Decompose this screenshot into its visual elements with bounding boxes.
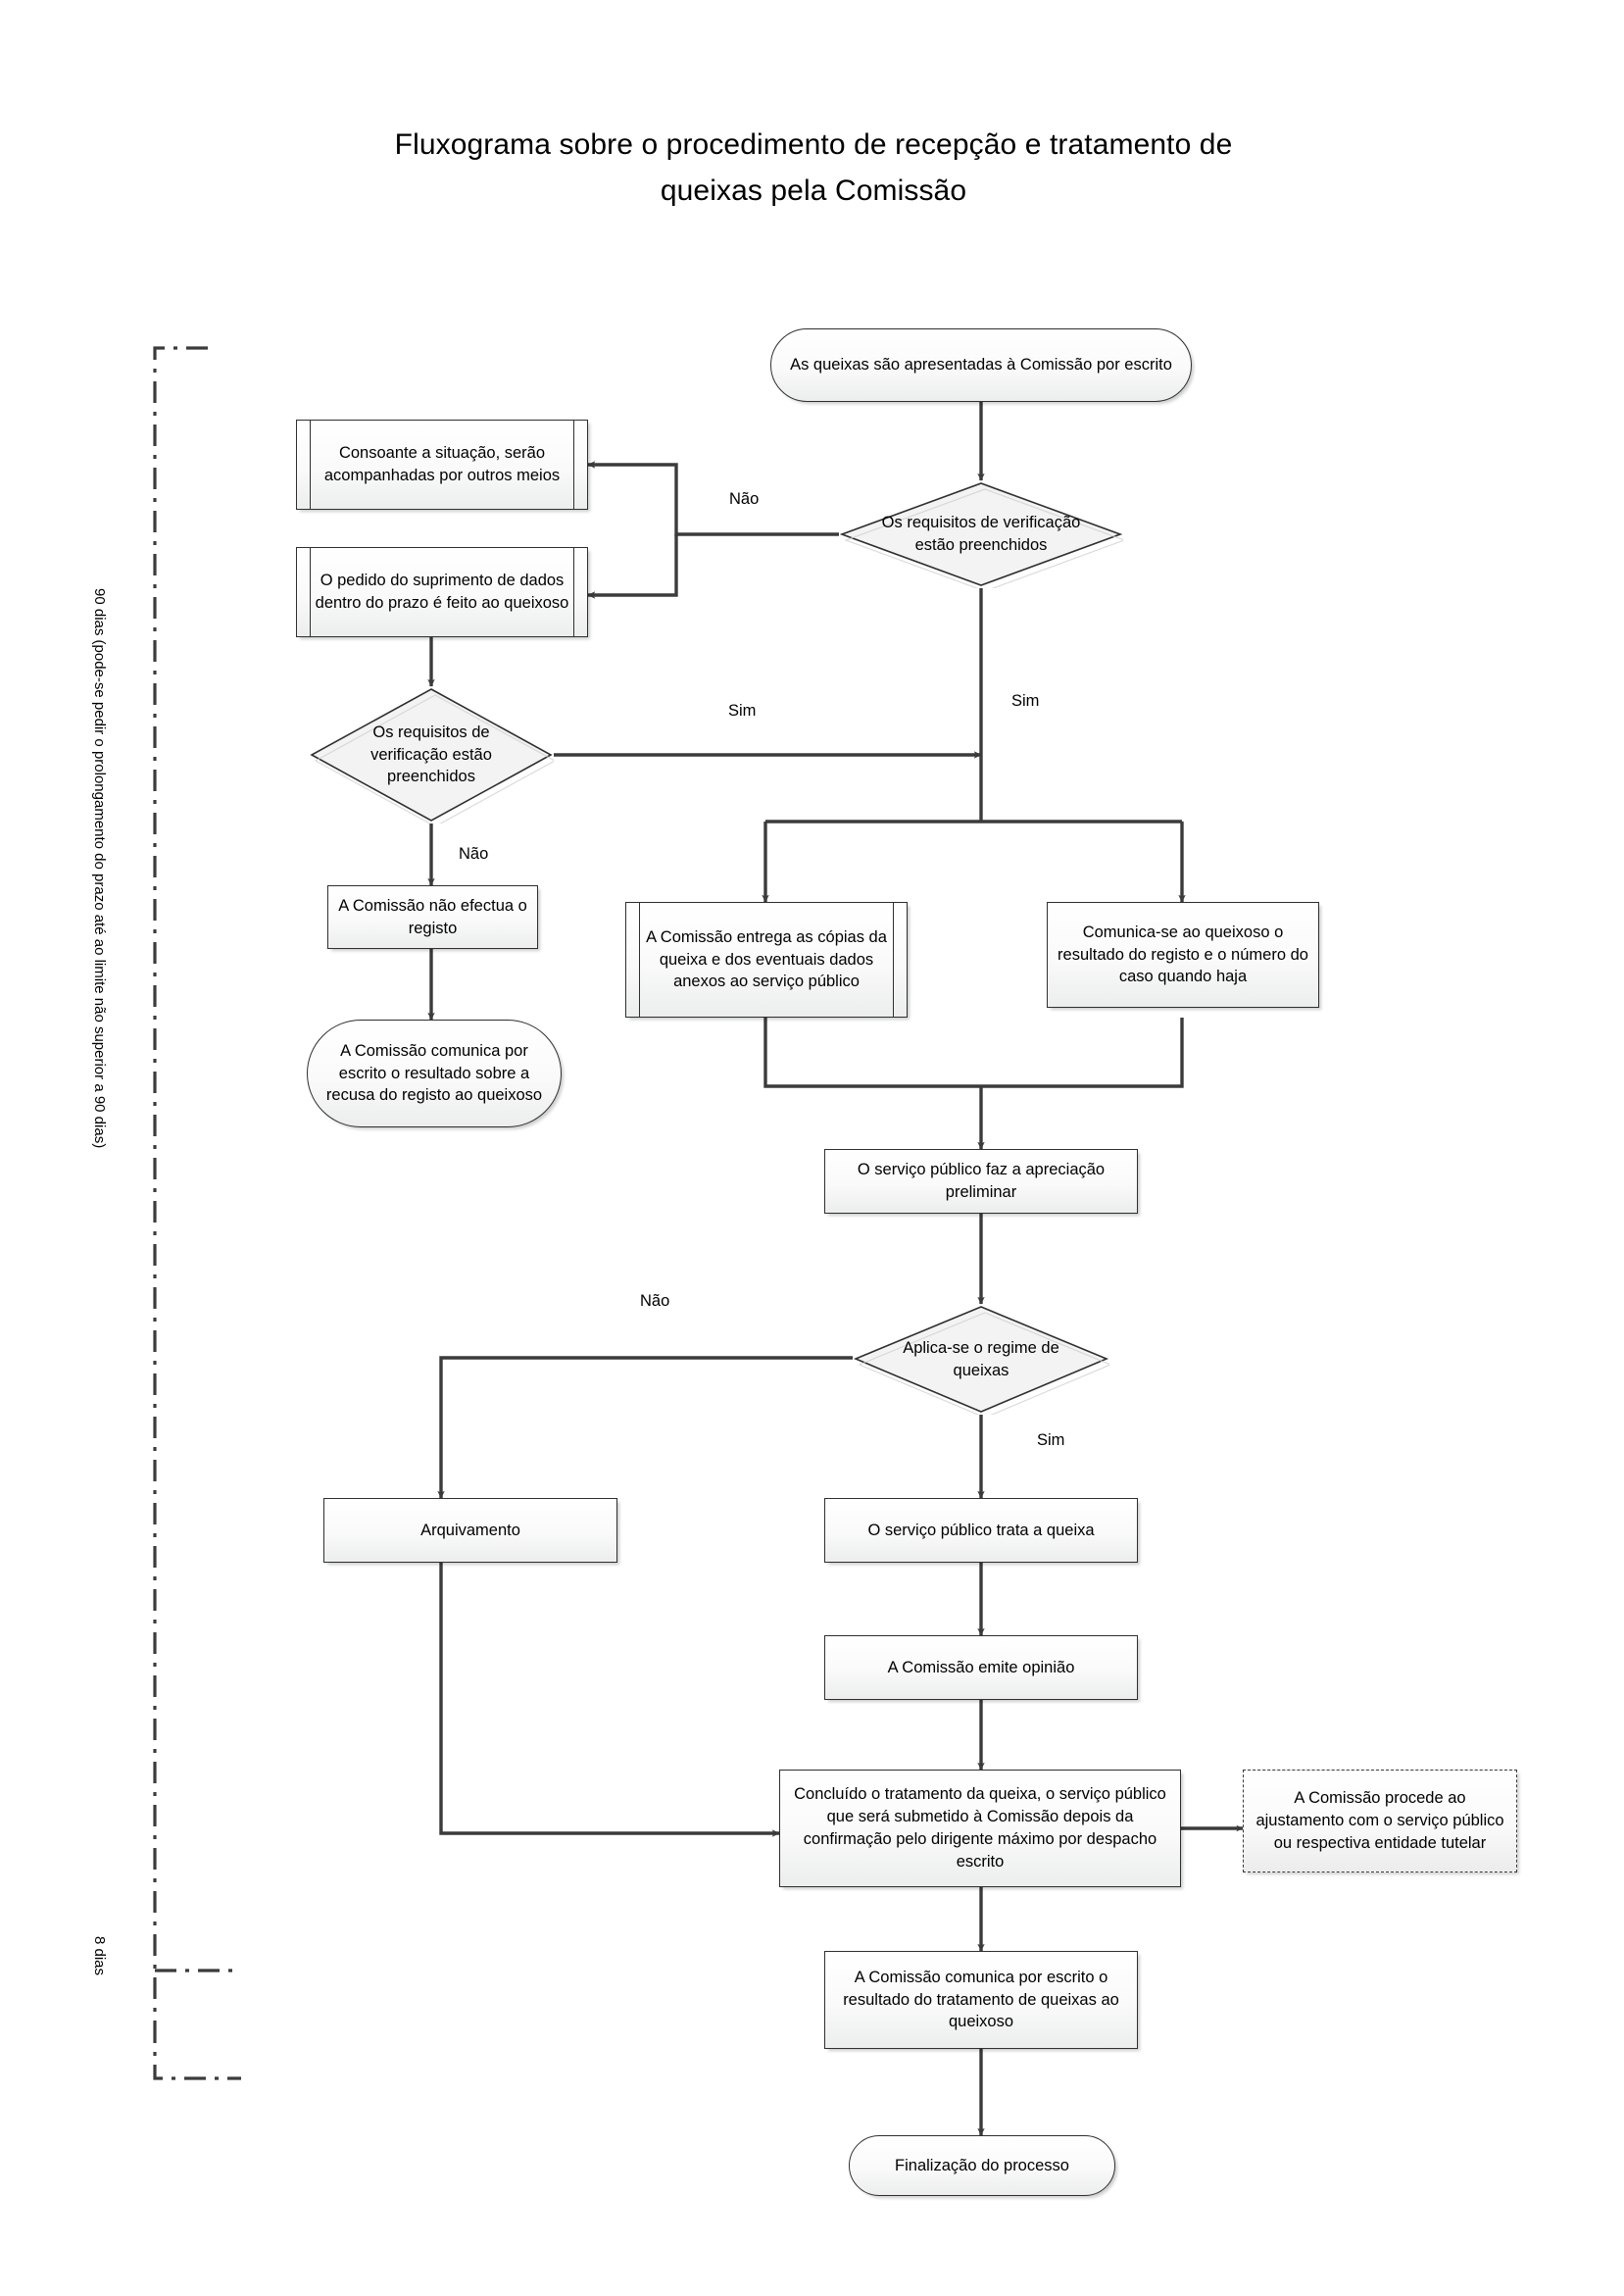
edge-label-sim-2: Sim [728, 702, 757, 720]
node-no-registration[interactable]: A Comissão não efectua o registo [327, 885, 538, 949]
node-archive-label: Arquivamento [420, 1521, 520, 1539]
node-commission-opinion[interactable]: A Comissão emite opinião [824, 1635, 1138, 1700]
node-request-data[interactable]: O pedido do suprimento de dados dentro d… [296, 547, 588, 637]
node-decision-requirements-2-label: Os requisitos de verificação estão preen… [370, 723, 492, 786]
node-end-label: Finalização do processo [895, 2156, 1069, 2174]
node-communicate-result[interactable]: Comunica-se ao queixoso o resultado do r… [1047, 902, 1319, 1008]
node-other-means-label: Consoante a situação, serão acompanhadas… [323, 444, 561, 484]
node-decision-regime[interactable]: Aplica-se o regime de queixas [853, 1304, 1109, 1415]
node-final-communication[interactable]: A Comissão comunica por escrito o result… [824, 1951, 1138, 2049]
edge-label-sim-3: Sim [1037, 1431, 1065, 1449]
node-end[interactable]: Finalização do processo [849, 2135, 1115, 2196]
side-label-90-dias: 90 dias (pode-se pedir o prolongamento d… [91, 588, 108, 1149]
node-decision-regime-label: Aplica-se o regime de queixas [903, 1338, 1059, 1379]
node-public-service-handles[interactable]: O serviço público trata a queixa [824, 1498, 1138, 1563]
node-decision-requirements-2[interactable]: Os requisitos de verificação estão preen… [309, 686, 554, 824]
node-conclusion[interactable]: Concluído o tratamento da queixa, o serv… [779, 1770, 1181, 1887]
node-preliminary-appraisal-label: O serviço público faz a apreciação preli… [857, 1161, 1106, 1201]
node-commission-opinion-label: A Comissão emite opinião [887, 1658, 1075, 1676]
node-decision-requirements-1[interactable]: Os requisitos de verificação estão preen… [839, 480, 1123, 588]
node-conclusion-label: Concluído o tratamento da queixa, o serv… [794, 1785, 1166, 1871]
node-start-label: As queixas são apresentadas à Comissão p… [790, 356, 1172, 374]
edge-label-nao-1: Não [729, 490, 760, 508]
node-deliver-copies[interactable]: A Comissão entrega as cópias da queixa e… [625, 902, 908, 1018]
page-title: Fluxograma sobre o procedimento de recep… [274, 123, 1353, 214]
side-label-8-dias: 8 dias [91, 1936, 108, 1976]
diamond-shape [853, 1306, 1109, 1415]
node-deliver-copies-label: A Comissão entrega as cópias da queixa e… [646, 927, 887, 991]
node-decision-requirements-1-label: Os requisitos de verificação estão preen… [881, 514, 1081, 554]
node-adjustment-label: A Comissão procede ao ajustamento com o … [1255, 1789, 1504, 1852]
page-title-line-2: queixas pela Comissão [660, 174, 967, 207]
node-preliminary-appraisal[interactable]: O serviço público faz a apreciação preli… [824, 1149, 1138, 1214]
node-request-data-label: O pedido do suprimento de dados dentro d… [315, 572, 569, 612]
edge-label-nao-3: Não [640, 1292, 670, 1310]
node-adjustment[interactable]: A Comissão procede ao ajustamento com o … [1243, 1770, 1517, 1872]
node-communicate-refusal-label: A Comissão comunica por escrito o result… [325, 1041, 543, 1105]
page-title-line-1: Fluxograma sobre o procedimento de recep… [394, 128, 1233, 161]
node-final-communication-label: A Comissão comunica por escrito o result… [843, 1968, 1119, 2031]
node-other-means[interactable]: Consoante a situação, serão acompanhadas… [296, 420, 588, 510]
edge-label-sim-1: Sim [1011, 692, 1040, 710]
edge-label-nao-2: Não [459, 845, 489, 863]
node-communicate-result-label: Comunica-se ao queixoso o resultado do r… [1058, 923, 1308, 986]
node-public-service-handles-label: O serviço público trata a queixa [867, 1521, 1095, 1539]
diamond-shape [310, 688, 554, 824]
node-start[interactable]: As queixas são apresentadas à Comissão p… [770, 328, 1192, 402]
node-archive[interactable]: Arquivamento [323, 1498, 617, 1563]
node-no-registration-label: A Comissão não efectua o registo [338, 896, 527, 937]
diamond-shape [839, 482, 1123, 588]
node-communicate-refusal[interactable]: A Comissão comunica por escrito o result… [307, 1020, 562, 1127]
